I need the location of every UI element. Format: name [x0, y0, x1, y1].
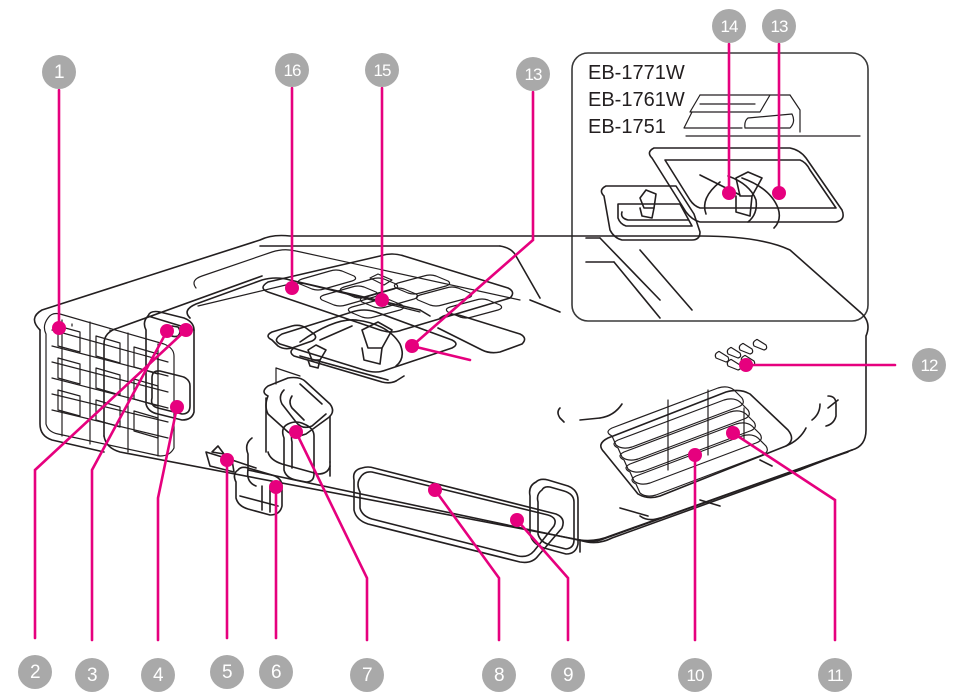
callout-badge-9[interactable]: 9 [551, 658, 585, 692]
callout-badge-4[interactable]: 4 [141, 658, 175, 692]
callout-badge-15[interactable]: 15 [365, 53, 399, 87]
callout-badge-11[interactable]: 11 [818, 658, 852, 692]
callout-badge-14[interactable]: 14 [712, 9, 746, 43]
callout-badge-3[interactable]: 3 [75, 658, 109, 692]
callout-badge-8[interactable]: 8 [482, 658, 516, 692]
callout-badge-12[interactable]: 12 [912, 348, 946, 382]
callout-badge-10[interactable]: 10 [678, 658, 712, 692]
callout-badge-16[interactable]: 16 [275, 53, 309, 87]
callout-badge-13-inset[interactable]: 13 [762, 9, 796, 43]
callout-badge-1[interactable]: 1 [42, 55, 76, 89]
callout-badge-13[interactable]: 13 [516, 57, 550, 91]
callout-badge-2[interactable]: 2 [18, 655, 52, 689]
inset-model-list: EB-1771W EB-1761W EB-1751 [588, 62, 685, 138]
callout-badge-5[interactable]: 5 [210, 655, 244, 689]
callout-badge-7[interactable]: 7 [350, 658, 384, 692]
callout-badge-6[interactable]: 6 [259, 655, 293, 689]
